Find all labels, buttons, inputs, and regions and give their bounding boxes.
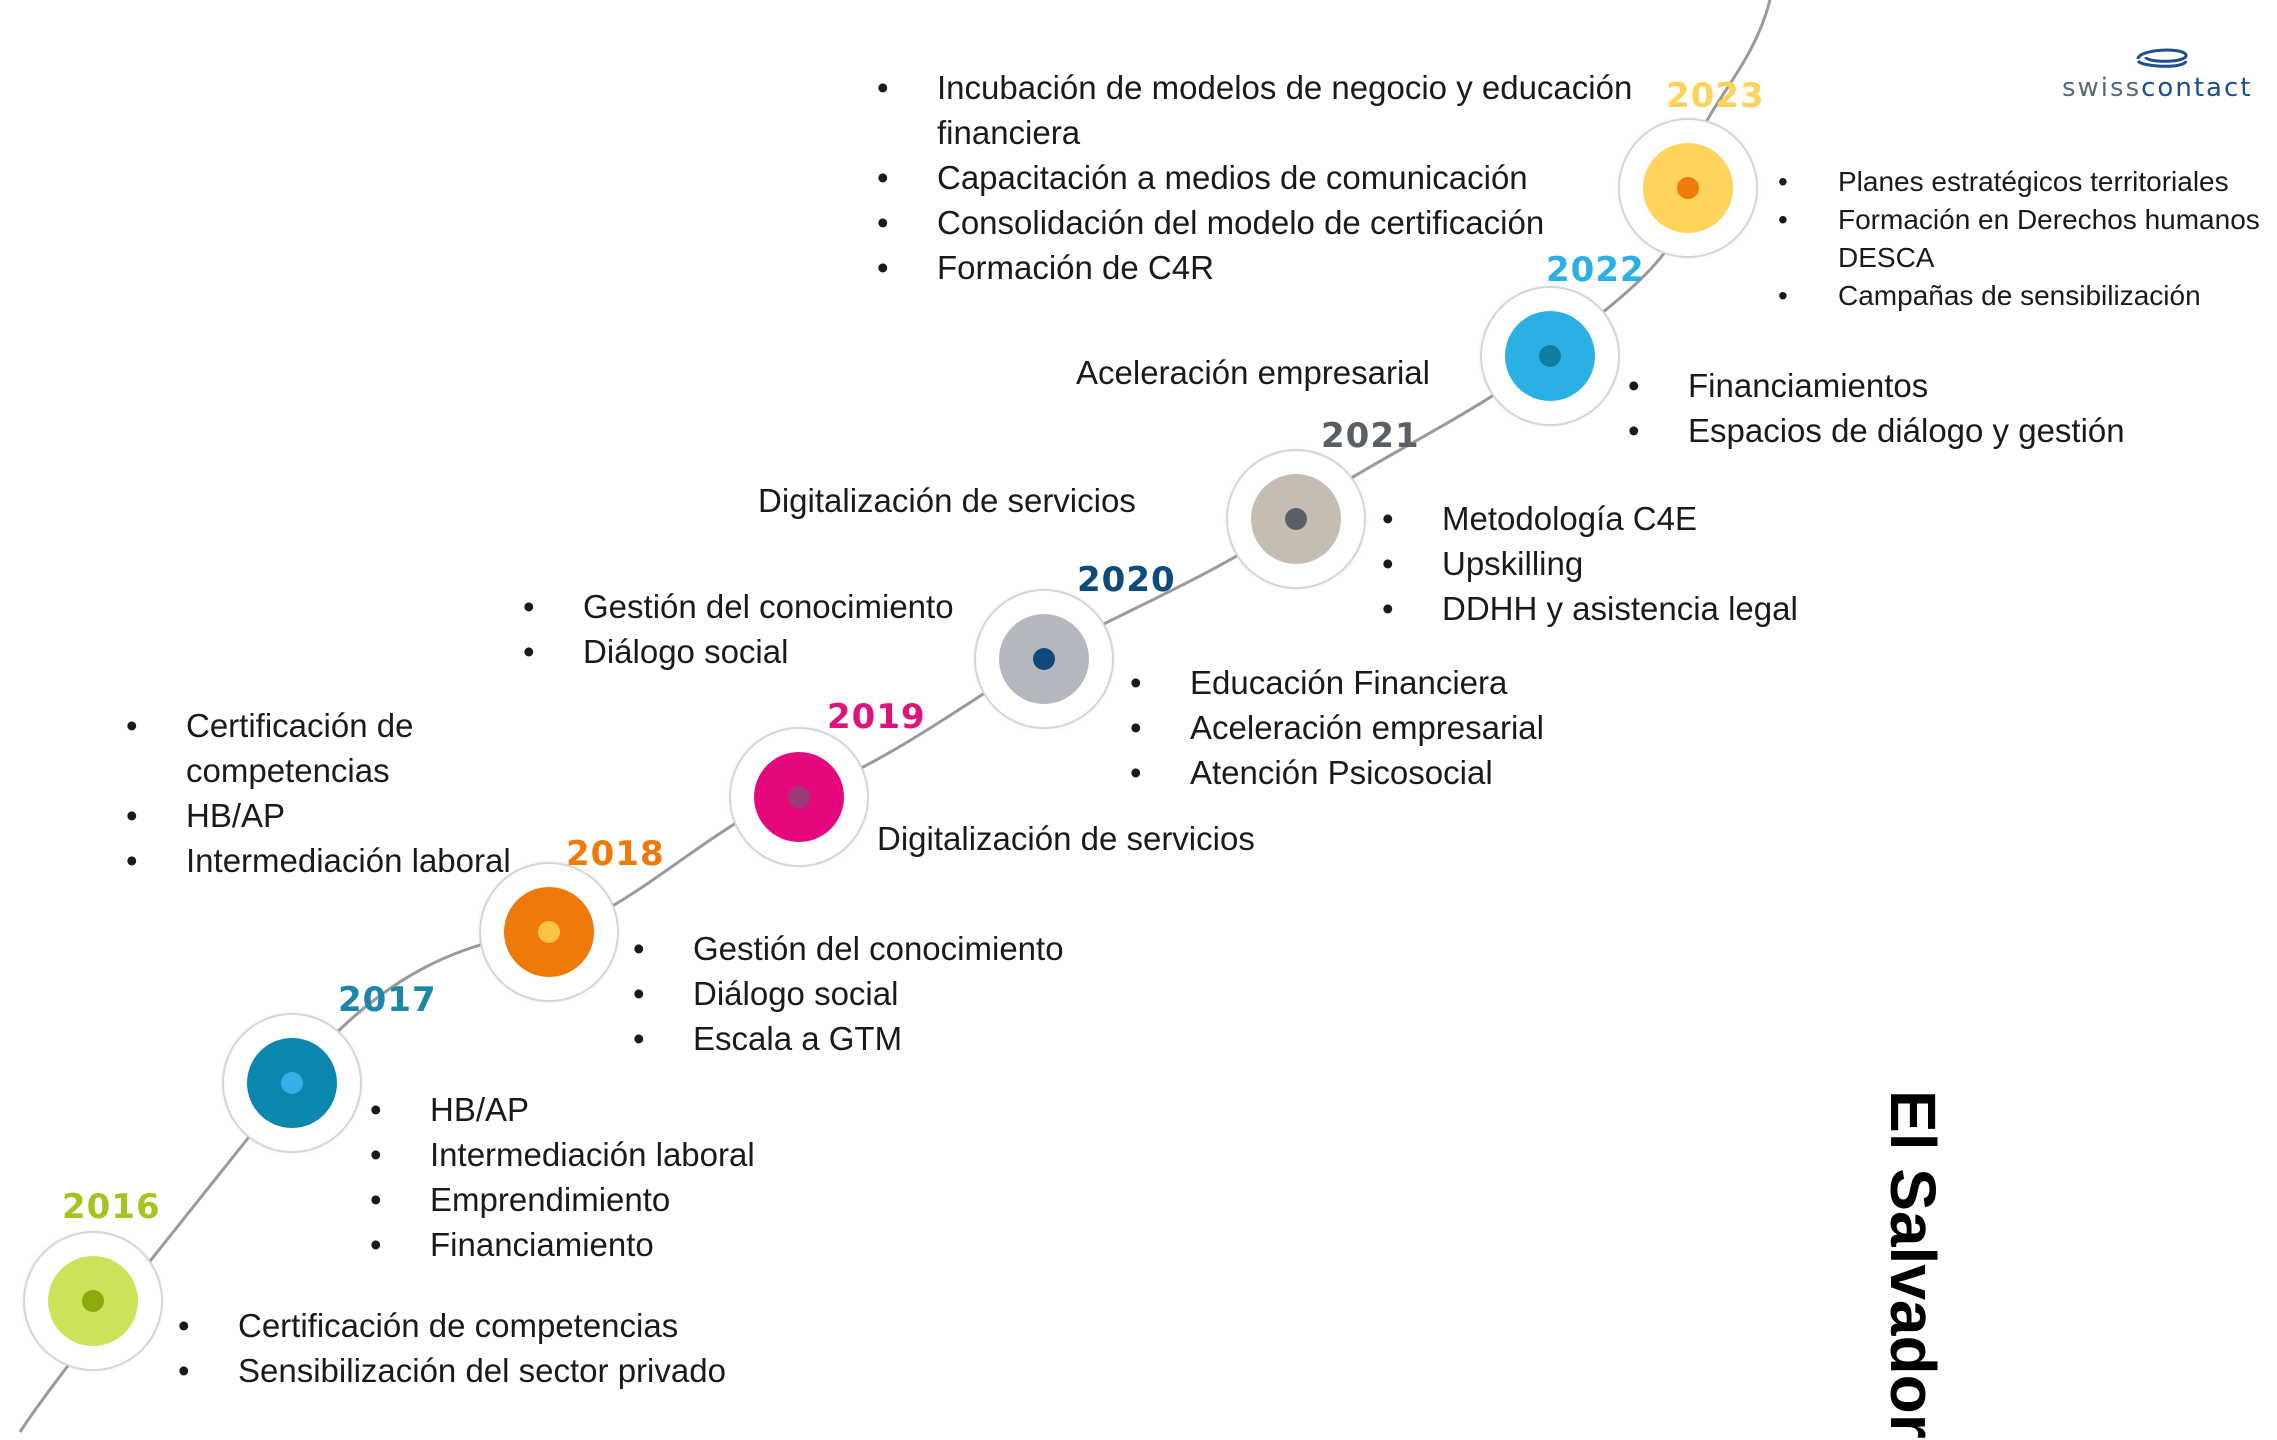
year-2018: 2018 (566, 834, 665, 874)
item-2018-2: Escala a GTM (633, 1016, 1064, 1061)
node-2021-dot (1285, 508, 1307, 530)
node-2019-dot (788, 786, 810, 808)
node-2020 (974, 589, 1114, 729)
items-2016: Certificación de competencias Sensibiliz… (178, 1303, 726, 1393)
items-2023-left: Incubación de modelos de negocio y educa… (877, 65, 1667, 290)
item-2017-3: Financiamiento (370, 1222, 755, 1267)
items-2021: Metodología C4E Upskilling DDHH y asiste… (1382, 496, 1798, 631)
item-2017-1: Intermediación laboral (370, 1132, 755, 1177)
item-2023-left-3: Formación de C4R (877, 245, 1667, 290)
node-2023-dot (1677, 177, 1699, 199)
items-2017: HB/AP Intermediación laboral Emprendimie… (370, 1087, 755, 1267)
year-2023: 2023 (1666, 76, 1765, 116)
year-2019: 2019 (827, 697, 926, 737)
year-2017: 2017 (338, 980, 437, 1020)
node-2020-dot (1033, 648, 1055, 670)
item-2018-left-1: HB/AP (126, 793, 526, 838)
item-2023-right-1: Formación en Derechos humanos DESCA (1778, 201, 2268, 277)
item-2023-right-2: Campañas de sensibilización (1778, 277, 2277, 315)
item-2017-2: Emprendimiento (370, 1177, 755, 1222)
item-2022-1: Espacios de diálogo y gestión (1628, 408, 2125, 453)
note-2020: Digitalización de servicios (758, 482, 1136, 519)
year-2020: 2020 (1077, 560, 1176, 600)
item-2020-0: Educación Financiera (1130, 660, 1544, 705)
item-2023-left-2: Consolidación del modelo de certificació… (877, 200, 1667, 245)
items-2020: Educación Financiera Aceleración empresa… (1130, 660, 1544, 795)
item-2016-1: Sensibilización del sector privado (178, 1348, 726, 1393)
node-2018-dot (538, 921, 560, 943)
logo-text-contact: contact (2141, 73, 2253, 103)
item-2023-right-0: Planes estratégicos territoriales (1778, 163, 2277, 201)
item-2021-2: DDHH y asistencia legal (1382, 586, 1798, 631)
item-2020-2: Atención Psicosocial (1130, 750, 1544, 795)
node-2016-dot (82, 1290, 104, 1312)
note-2019: Digitalización de servicios (877, 820, 1255, 857)
items-2018-left: Certificación de competencias HB/AP Inte… (126, 703, 526, 883)
items-2019: Gestión del conocimiento Diálogo social (523, 584, 954, 674)
item-2017-0: HB/AP (370, 1087, 755, 1132)
item-2019-0: Gestión del conocimiento (523, 584, 954, 629)
logo-text-swiss: swiss (2062, 73, 2142, 103)
item-2018-left-0: Certificación de competencias (126, 703, 526, 793)
item-2023-left-0: Incubación de modelos de negocio y educa… (877, 65, 1667, 155)
item-2016-0: Certificación de competencias (178, 1303, 726, 1348)
item-2019-1: Diálogo social (523, 629, 954, 674)
node-2019 (729, 727, 869, 867)
swisscontact-logo-icon (2136, 48, 2188, 68)
items-2018: Gestión del conocimiento Diálogo social … (633, 926, 1064, 1061)
node-2022 (1480, 286, 1620, 426)
item-2018-left-2: Intermediación laboral (126, 838, 526, 883)
item-2021-0: Metodología C4E (1382, 496, 1798, 541)
node-2017 (222, 1013, 362, 1153)
items-2022: Financiamientos Espacios de diálogo y ge… (1628, 363, 2125, 453)
swisscontact-logo: swisscontact (2062, 45, 2262, 105)
node-2018 (479, 862, 619, 1002)
year-2016: 2016 (62, 1187, 161, 1227)
country-title: El Salvador (1877, 1090, 1949, 1439)
year-2021: 2021 (1321, 416, 1420, 456)
node-2016 (23, 1231, 163, 1371)
item-2020-1: Aceleración empresarial (1130, 705, 1544, 750)
item-2018-0: Gestión del conocimiento (633, 926, 1064, 971)
node-2022-dot (1539, 345, 1561, 367)
node-2021 (1226, 449, 1366, 589)
items-2023-right: Planes estratégicos territoriales Formac… (1778, 163, 2277, 315)
item-2022-0: Financiamientos (1628, 363, 2125, 408)
item-2021-1: Upskilling (1382, 541, 1798, 586)
node-2017-dot (281, 1072, 303, 1094)
item-2023-left-1: Capacitación a medios de comunicación (877, 155, 1667, 200)
item-2018-1: Diálogo social (633, 971, 1064, 1016)
note-2021: Aceleración empresarial (1076, 354, 1430, 391)
